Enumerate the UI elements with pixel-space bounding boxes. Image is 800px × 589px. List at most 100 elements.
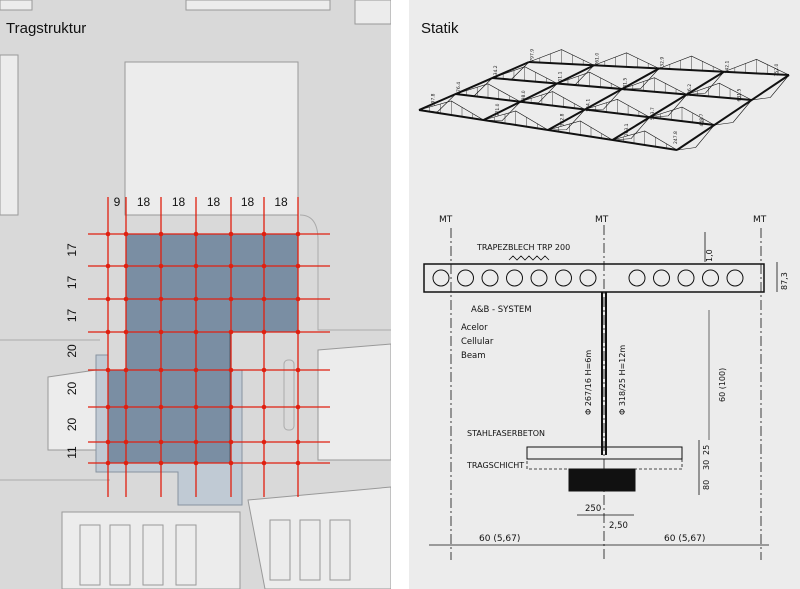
footing-dim-label-b: 2,50: [609, 521, 628, 531]
grid-node: [123, 367, 129, 373]
axis-label-left: MT: [439, 215, 453, 225]
section-drawing: [423, 225, 778, 560]
deck-label: TRAPEZBLECH TRP 200: [476, 243, 570, 252]
grid-node: [295, 439, 301, 445]
moment-diagram: [714, 99, 752, 126]
grid-node: [123, 296, 129, 302]
moment-diagram: [584, 88, 623, 110]
span-left-label: 60 (5,67): [479, 534, 520, 544]
grid-node: [193, 404, 199, 410]
grid-node: [105, 439, 111, 445]
row-spacing-label: 17: [65, 276, 79, 290]
moment-diagram: [751, 74, 790, 101]
section-labels: MT MT MT TRAPEZBLECH TRP 200 A&B - SYSTE…: [439, 215, 789, 544]
grid-node: [193, 296, 199, 302]
grid-node: [123, 231, 129, 237]
grid-node: [295, 404, 301, 410]
moment-diagram: [520, 83, 558, 103]
truss-beam: [418, 61, 530, 111]
structure-footprint: [107, 233, 299, 464]
moment-diagram: [557, 65, 595, 85]
truss-value-label: 752.0: [774, 63, 780, 76]
system-label: A&B - SYSTEM: [471, 305, 532, 315]
grid-node: [193, 367, 199, 373]
deck-profile: [508, 255, 550, 261]
column-a-label: Φ 267/16 H=6m: [584, 350, 593, 415]
deck-void: [628, 269, 646, 287]
dim-30-label: 30: [702, 460, 711, 470]
truss-value-label: 534.2: [493, 65, 499, 78]
building-top-mid: [185, 0, 331, 11]
grid-node: [295, 263, 301, 269]
grid-node: [105, 263, 111, 269]
moment-diagram: [649, 94, 688, 118]
base-layer: [526, 458, 683, 470]
column-spacing-label: 18: [137, 195, 151, 209]
grid-node: [228, 329, 234, 335]
truss-value-label: 263.1: [624, 123, 630, 136]
row-spacing-label: 17: [65, 243, 79, 257]
system-desc-3: Beam: [461, 351, 486, 361]
row-spacing-label: 20: [65, 418, 79, 432]
deck-void: [506, 269, 523, 287]
grid-node: [158, 263, 164, 269]
truss-value-label: 631.5: [736, 88, 742, 101]
column-spacing-label: 18: [241, 195, 255, 209]
deck-void: [702, 269, 719, 287]
grid-node: [123, 460, 129, 466]
deck-depth-label: 87,3: [780, 272, 789, 290]
grid-node: [295, 231, 301, 237]
footing-dim-label: 250: [585, 504, 601, 514]
moment-diagram: [676, 124, 715, 151]
grid-node: [193, 460, 199, 466]
truss-beam: [676, 74, 790, 151]
grid-node: [158, 231, 164, 237]
truss-value-label: 761.0: [595, 53, 601, 66]
deck-void: [726, 269, 744, 287]
truss-value-label: 598.0: [521, 90, 527, 103]
grid-node: [123, 329, 129, 335]
grid-node: [228, 263, 234, 269]
deck-void: [530, 269, 548, 287]
truss-value-label: 742.1: [724, 60, 730, 73]
row-spacing-label: 20: [65, 344, 79, 358]
building-mid: [124, 61, 299, 216]
moment-diagram: [686, 71, 725, 95]
column-spacing-label: 18: [172, 195, 186, 209]
grid-node: [261, 439, 267, 445]
grid-node: [158, 439, 164, 445]
grid-node: [193, 329, 199, 335]
grid-node: [261, 263, 267, 269]
truss-value-label: 701.1: [558, 71, 564, 84]
truss-value-label: 371.0: [495, 103, 501, 116]
grid-node: [261, 367, 267, 373]
column-spacing-label: 18: [207, 195, 221, 209]
panel-title-statik: Statik: [421, 20, 459, 37]
structural-grid: [88, 197, 330, 497]
grid-node: [105, 404, 111, 410]
deck-void: [457, 269, 474, 287]
road-lines: [0, 214, 391, 481]
column-b-label: Φ 318/25 H=12m: [618, 345, 627, 415]
grid-node: [193, 263, 199, 269]
grid-node: [261, 460, 267, 466]
parking-stalls: [79, 519, 351, 586]
moment-diagram: [612, 117, 650, 141]
building-left: [0, 54, 19, 216]
isometric-truss: [418, 49, 790, 151]
grid-node: [295, 367, 301, 373]
grid-node: [123, 439, 129, 445]
row-spacing-label: 17: [65, 309, 79, 323]
parking-lot: [61, 511, 241, 589]
panel-title-tragstruktur: Tragstruktur: [6, 20, 87, 37]
grid-node: [228, 404, 234, 410]
deck-void: [432, 269, 450, 287]
grid-node: [228, 439, 234, 445]
dim-80-label: 80: [702, 480, 711, 490]
moment-diagram: [483, 101, 521, 122]
truss-beam: [483, 64, 595, 121]
grid-node: [105, 460, 111, 466]
